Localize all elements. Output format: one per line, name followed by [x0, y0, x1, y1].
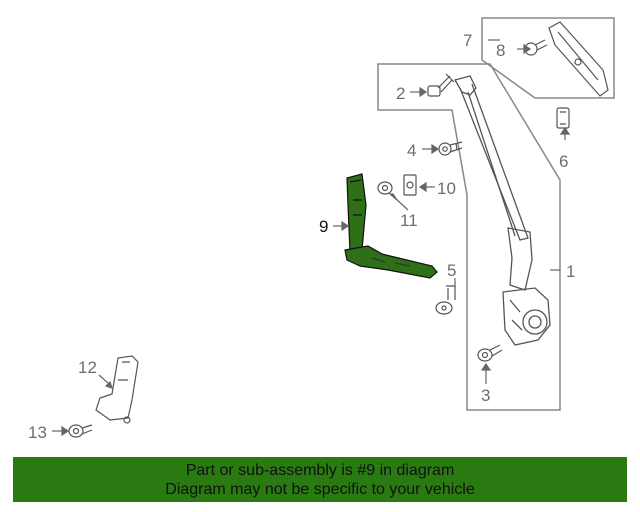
callout-8: 8 — [496, 41, 505, 60]
callout-10: 10 — [437, 179, 456, 198]
upper-anchor-box — [481, 17, 615, 99]
callout-6: 6 — [559, 152, 568, 171]
leader-lines — [52, 39, 571, 437]
nut-plate-10 — [403, 174, 417, 196]
callout-5: 5 — [447, 261, 456, 280]
bolt-3 — [477, 344, 503, 362]
lower-bracket-12 — [95, 355, 139, 424]
callout-1: 1 — [566, 262, 575, 281]
upper-anchor-7 — [548, 21, 609, 97]
info-banner: Part or sub-assembly is #9 in diagram Di… — [13, 457, 627, 502]
callout-3: 3 — [481, 386, 490, 405]
seat-belt-buckle-9 — [344, 173, 438, 279]
callout-4: 4 — [407, 141, 416, 160]
nut-11 — [377, 181, 393, 195]
banner-line-1: Part or sub-assembly is #9 in diagram — [185, 462, 455, 479]
assembly-outline-box — [377, 63, 561, 411]
callout-13: 13 — [28, 423, 47, 442]
bolt-5 — [435, 285, 456, 315]
callout-11: 11 — [400, 211, 418, 230]
callout-9: 9 — [319, 217, 328, 236]
callout-2: 2 — [396, 84, 405, 103]
clip-6 — [556, 107, 570, 129]
banner-line-2: Diagram may not be specific to your vehi… — [165, 481, 475, 498]
callout-7: 7 — [463, 31, 472, 50]
seat-belt-retractor-assembly — [454, 75, 551, 346]
callout-12: 12 — [78, 358, 97, 377]
bolt-2 — [427, 73, 455, 97]
bolt-13 — [68, 424, 93, 438]
